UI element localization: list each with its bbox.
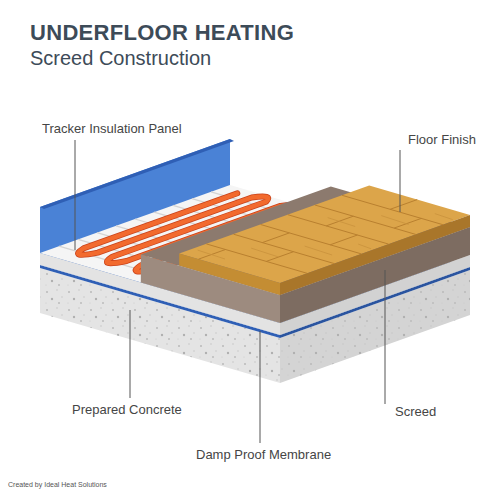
plank-seam — [315, 205, 416, 234]
wood-grain — [251, 248, 279, 257]
plank-seam — [342, 195, 443, 224]
plank-joint — [262, 233, 289, 243]
diagram-title: UNDERFLOOR HEATING — [30, 20, 294, 46]
wood-grain — [381, 216, 408, 225]
wood-grain — [305, 246, 332, 255]
plank-seam — [234, 234, 335, 263]
part-label: Floor Finish — [408, 132, 476, 147]
plank-joint — [394, 218, 421, 228]
wood-grain — [328, 218, 356, 227]
wood-grain — [435, 214, 453, 220]
part-label: Tracker Insulation Panel — [42, 121, 182, 136]
part-label: Prepared Concrete — [72, 402, 182, 417]
wood-grain — [198, 250, 225, 259]
plank-seam — [206, 244, 307, 273]
floor-planks — [198, 195, 453, 273]
plank-joint — [266, 252, 293, 262]
floor-front — [179, 254, 280, 295]
leader-line — [260, 331, 261, 443]
plank-joint — [330, 235, 357, 245]
plank-joint — [390, 200, 417, 210]
plank-joint — [198, 250, 225, 260]
diagram-subtitle: Screed Construction — [30, 47, 211, 70]
leader-line — [130, 310, 131, 398]
part-label: Damp Proof Membrane — [196, 447, 331, 462]
plank-seam — [288, 215, 389, 244]
leader-line — [400, 150, 401, 212]
insulation-top — [40, 185, 470, 323]
wood-grain — [358, 244, 371, 249]
plank-seam — [261, 225, 362, 254]
floor-right — [280, 215, 470, 295]
part-label: Screed — [395, 404, 436, 419]
leader-line — [385, 270, 386, 404]
credit-caption: Created by Ideal Heat Solutions — [8, 481, 107, 488]
leader-line — [75, 140, 76, 250]
